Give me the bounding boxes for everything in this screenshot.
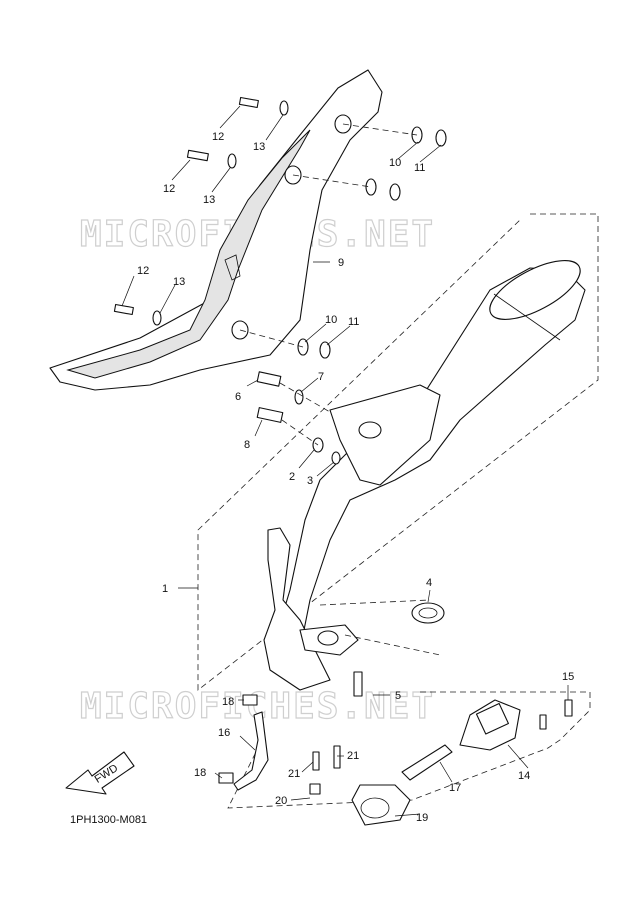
muffler-and-pipe xyxy=(263,260,586,691)
alignment-lines xyxy=(239,123,441,656)
callout-11-lower: 11 xyxy=(348,316,359,328)
callout-18-upper: 18 xyxy=(222,696,234,708)
callout-12-middle: 12 xyxy=(163,183,175,195)
callout-1: 1 xyxy=(162,583,168,595)
callout-18-lower: 18 xyxy=(194,767,206,779)
forward-direction-arrow: FWD xyxy=(65,751,135,795)
gasket xyxy=(411,602,445,624)
callout-3: 3 xyxy=(307,475,313,487)
callout-14: 14 xyxy=(518,770,530,782)
callout-numbers: 1 2 3 4 5 6 7 8 9 10 10 11 11 12 12 12 1… xyxy=(137,131,574,824)
callout-13-top: 13 xyxy=(253,141,265,153)
callout-21-right: 21 xyxy=(347,750,359,762)
callout-13-bottom: 13 xyxy=(173,276,185,288)
callout-19: 19 xyxy=(416,812,428,824)
callout-20: 20 xyxy=(275,795,287,807)
callout-4: 4 xyxy=(426,577,432,589)
callout-13-middle: 13 xyxy=(203,194,215,206)
callout-12-top: 12 xyxy=(212,131,224,143)
air-induction-outline xyxy=(227,691,591,809)
callout-10-upper: 10 xyxy=(389,157,401,169)
callout-8: 8 xyxy=(244,439,250,451)
callout-9: 9 xyxy=(338,257,344,269)
diagram-code: 1PH1300-M081 xyxy=(70,814,148,826)
assembly-outline xyxy=(197,213,599,691)
callout-10-lower: 10 xyxy=(325,314,337,326)
callout-11-upper: 11 xyxy=(414,162,425,174)
callout-21-left: 21 xyxy=(288,768,300,780)
callout-17: 17 xyxy=(449,782,461,794)
callout-5: 5 xyxy=(395,690,401,702)
callout-12-bottom: 12 xyxy=(137,265,149,277)
callout-7: 7 xyxy=(318,371,324,383)
callout-15: 15 xyxy=(562,671,574,683)
callout-16: 16 xyxy=(218,727,230,739)
leader-lines xyxy=(121,105,569,817)
callout-2: 2 xyxy=(289,471,295,483)
callout-6: 6 xyxy=(235,391,241,403)
fasteners xyxy=(113,96,573,717)
air-induction-system xyxy=(218,694,547,826)
